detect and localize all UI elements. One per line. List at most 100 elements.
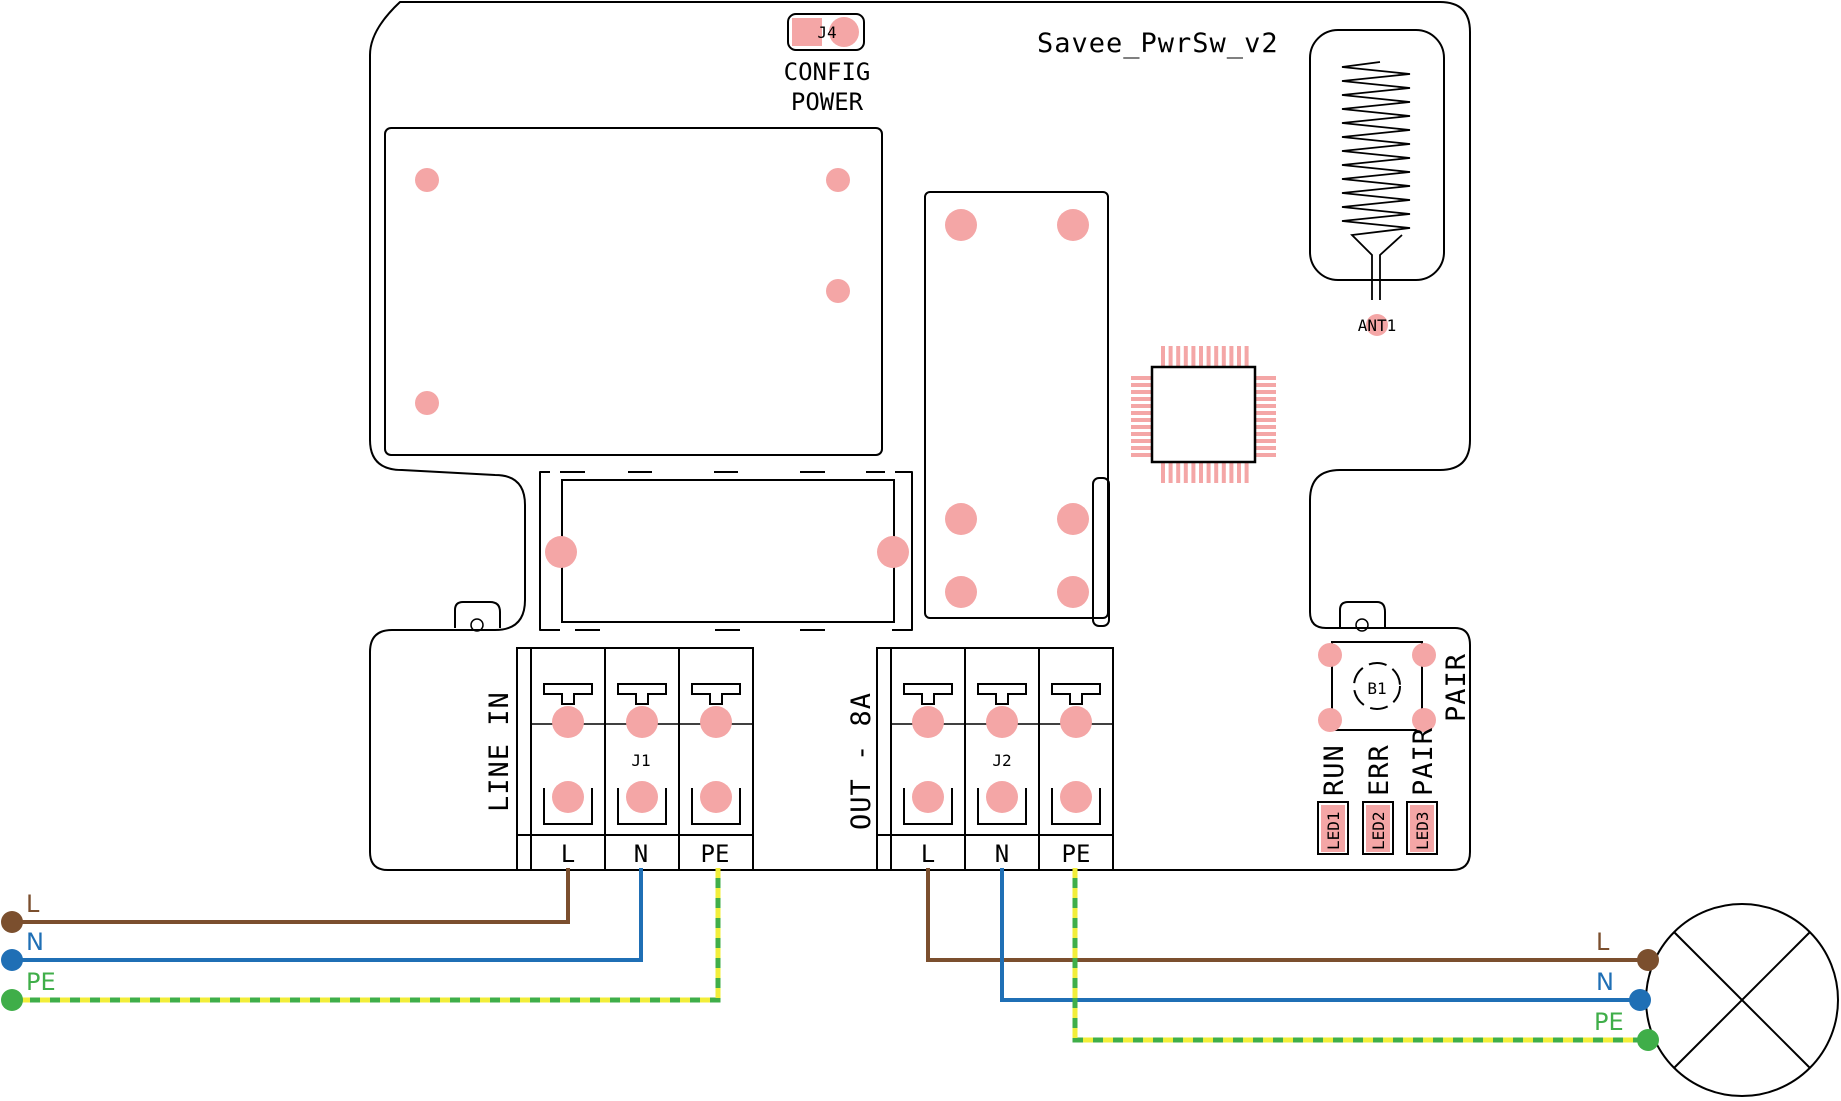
terminal-pad (626, 706, 658, 738)
terminal-lever (977, 683, 1027, 705)
terminal-slot (617, 788, 667, 825)
output-pin-label-pe: PE (1062, 840, 1091, 868)
microcontroller-pin (1161, 462, 1165, 483)
microcontroller-pin (1131, 397, 1152, 401)
terminal-slot (1051, 788, 1101, 825)
microcontroller-pin (1131, 453, 1152, 457)
microcontroller-pin (1255, 404, 1276, 408)
terminal-pad (626, 781, 658, 813)
output-wire-live-end (1637, 949, 1659, 971)
antenna-pad (1366, 314, 1388, 336)
microcontroller-pin (1131, 404, 1152, 408)
psu-pad (826, 279, 850, 303)
terminal-lever (1051, 683, 1101, 705)
relay-side-bar (1092, 477, 1110, 627)
input-pin-label-pe: PE (701, 840, 730, 868)
microcontroller-pin (1206, 346, 1211, 367)
led-pad (1410, 805, 1434, 852)
microcontroller-pin (1191, 346, 1196, 367)
antenna-ref: ANT1 (1358, 316, 1397, 335)
microcontroller-pins (1131, 346, 1276, 483)
fuse-pad (877, 536, 909, 568)
output-wire-earth-end (1637, 1029, 1659, 1051)
fuse-holder-frame-right (892, 471, 913, 631)
terminal-pad (700, 706, 732, 738)
led-outline (1317, 801, 1349, 855)
input-wire-earth-stripe (12, 868, 721, 1003)
microcontroller-pin (1131, 439, 1152, 443)
led-group: LED1 RUN LED2 ERR LED3 PAIR (1317, 727, 1439, 855)
output-wire-live (926, 868, 1648, 962)
output-wire-earth-label: PE (1594, 1008, 1624, 1036)
microcontroller-pin (1131, 383, 1152, 387)
jumper-label-config: CONFIG (784, 58, 871, 86)
microcontroller-pin (1191, 462, 1196, 483)
led-label: PAIR (1408, 727, 1439, 796)
button-pad (1412, 708, 1436, 732)
terminal-housing (876, 647, 1114, 871)
microcontroller-pin (1199, 462, 1203, 483)
button-pad (1318, 643, 1342, 667)
microcontroller-pin (1255, 425, 1276, 429)
led-ref: LED3 (1413, 811, 1432, 850)
terminal-pad (1060, 781, 1092, 813)
microcontroller-pin (1229, 346, 1234, 367)
terminal-lever (903, 683, 953, 705)
terminal-pad (552, 706, 584, 738)
terminal-pad (700, 781, 732, 813)
terminal-pad (986, 706, 1018, 738)
terminal-lever (543, 683, 593, 705)
microcontroller-pin (1168, 346, 1173, 367)
output-wire-neutral (1000, 868, 1640, 1002)
microcontroller-pin (1237, 346, 1241, 367)
terminal-pad (912, 781, 944, 813)
microcontroller-pin (1131, 432, 1152, 436)
microcontroller-pin (1176, 346, 1181, 367)
relay-body (924, 191, 1109, 619)
input-wire-earth-label: PE (26, 968, 56, 996)
psu-pad (415, 168, 439, 192)
microcontroller-pin (1255, 439, 1276, 443)
input-wire-live-label: L (26, 890, 40, 918)
relay-pad (1057, 503, 1089, 535)
microcontroller-pin (1255, 376, 1276, 380)
led-ref: LED1 (1324, 811, 1343, 850)
input-pin-label-n: N (634, 840, 648, 868)
microcontroller-pin (1183, 462, 1188, 483)
antenna-trace (1379, 234, 1403, 300)
microcontroller-pin (1221, 462, 1226, 483)
microcontroller-pin (1206, 462, 1211, 483)
microcontroller-pin (1255, 390, 1276, 394)
led-pad (1321, 805, 1345, 852)
input-wire-neutral-end (1, 949, 23, 971)
mounting-hole-left (470, 618, 484, 632)
terminal-pad (912, 706, 944, 738)
mounting-tab-right (1339, 601, 1386, 628)
microcontroller-pin (1199, 346, 1203, 367)
relay-pad (945, 503, 977, 535)
output-wire-earth-stripe (1072, 868, 1648, 1043)
input-wire-earth (12, 868, 721, 1003)
microcontroller-body (1150, 365, 1257, 464)
fuse-holder-frame-left (539, 471, 560, 631)
output-wire-live-label: L (1596, 928, 1610, 956)
output-pin-label-n: N (995, 840, 1009, 868)
power-supply-module (384, 127, 883, 456)
psu-pad (415, 391, 439, 415)
terminal-slot (543, 788, 593, 825)
microcontroller-pin (1131, 446, 1152, 450)
microcontroller-pin (1255, 383, 1276, 387)
jumper-label-power: POWER (791, 88, 864, 116)
terminal-slot (903, 788, 953, 825)
button-body (1331, 641, 1423, 731)
terminal-housing (516, 647, 754, 871)
input-wire-earth-end (1, 989, 23, 1011)
microcontroller-pin (1183, 346, 1188, 367)
input-wire-neutral-label: N (26, 928, 44, 956)
relay-pad (945, 209, 977, 241)
microcontroller-pin (1255, 411, 1276, 415)
button-cap (1353, 662, 1401, 710)
jumper-ref: J4 (817, 23, 836, 42)
input-terminal-label: LINE IN (484, 691, 515, 812)
